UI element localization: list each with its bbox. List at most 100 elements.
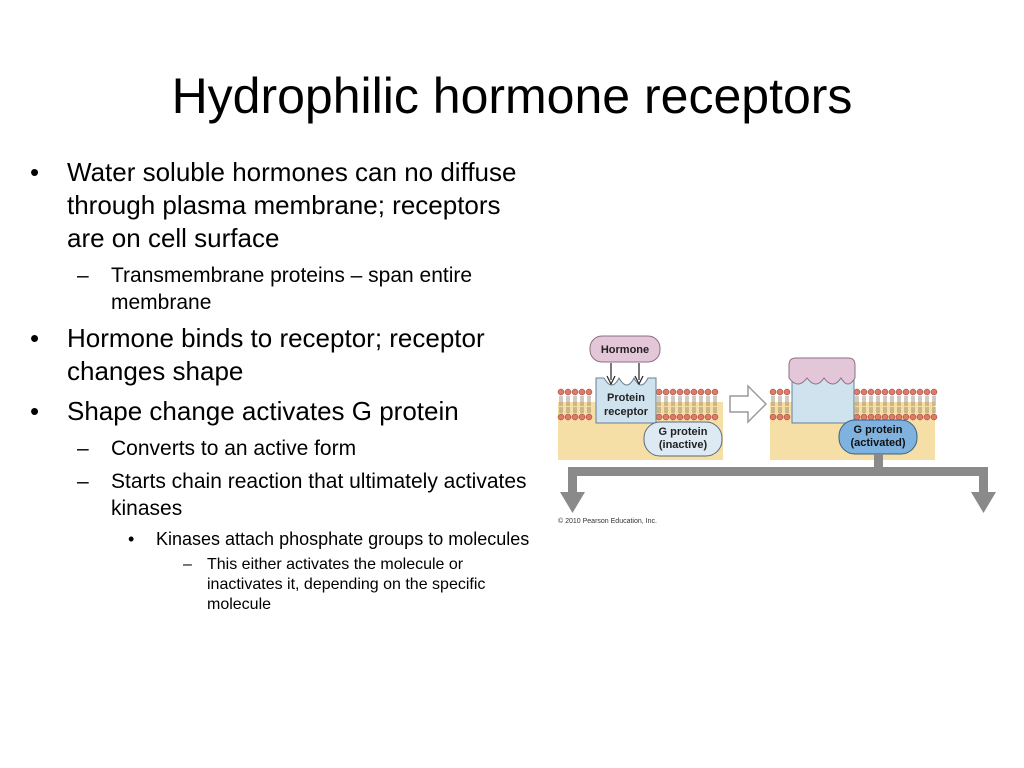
bullet-text: Hormone binds to receptor; receptor chan… (67, 323, 485, 386)
g-protein-inactive-shape (643, 421, 723, 457)
lipid-head (783, 413, 791, 421)
bullet-3: • Shape change activates G protein (22, 395, 532, 428)
g-protein-inactive-line-2: (inactive) (659, 439, 708, 451)
lipid-head (585, 413, 593, 421)
cascade-arrow-stem (874, 454, 883, 469)
g-protein-inactive-line-1: G protein (659, 426, 708, 438)
cascade-arrow-right-stem (979, 467, 988, 493)
lipid-head (697, 388, 705, 396)
lipid-head (853, 388, 861, 396)
lipid-head (895, 388, 903, 396)
lipid-head (578, 413, 586, 421)
bullet-3-sub-2-sub-1-sub-1: – This either activates the molecule or … (22, 555, 532, 615)
lipid-head (895, 413, 903, 421)
protein-receptor-bound-shape (791, 377, 855, 424)
lipid-head (711, 388, 719, 396)
lipid-head (902, 413, 910, 421)
lipid-head (902, 388, 910, 396)
lipid-head (888, 388, 896, 396)
lipid-head (783, 388, 791, 396)
lipid-head (923, 388, 931, 396)
bullet-text: Transmembrane proteins – span entire mem… (111, 264, 473, 314)
receptor-diagram: Hormone Protein receptor G protein (inac… (556, 330, 1006, 530)
bullet-1: • Water soluble hormones can no diffuse … (22, 156, 532, 255)
lipid-head (571, 388, 579, 396)
cascade-arrow-bar (568, 467, 988, 476)
hormone-shape (589, 335, 661, 363)
lipid-head (776, 388, 784, 396)
lipid-head (683, 413, 691, 421)
lipid-head (669, 413, 677, 421)
bullet-mark: – (77, 470, 89, 493)
lipid-head (860, 388, 868, 396)
lipid-head (704, 388, 712, 396)
lipid-head (690, 413, 698, 421)
binding-arrow-2-head (634, 375, 644, 386)
hormone-label: Hormone (601, 344, 649, 356)
lipid-head (564, 388, 572, 396)
bullet-mark: • (30, 157, 40, 187)
g-protein-activated-line-1: G protein (854, 424, 903, 436)
receptor-label-line-1: Protein (607, 392, 645, 404)
transition-arrow-icon (729, 384, 768, 424)
lipid-head (676, 388, 684, 396)
cascade-arrow-left-head (560, 492, 585, 513)
lipid-head (697, 413, 705, 421)
receptor-diagram-svg: Hormone Protein receptor G protein (inac… (557, 335, 996, 513)
membrane-right (769, 388, 938, 421)
bullet-list: • Water soluble hormones can no diffuse … (22, 156, 532, 619)
bullet-mark: • (30, 323, 40, 353)
bullet-text: Water soluble hormones can no diffuse th… (67, 157, 517, 253)
lipid-head (916, 413, 924, 421)
cascade-arrow-right-head (971, 492, 996, 513)
binding-arrow-1-head (606, 375, 616, 386)
bullet-2: • Hormone binds to receptor; receptor ch… (22, 322, 532, 388)
bullet-1-sub-1: – Transmembrane proteins – span entire m… (22, 262, 532, 316)
lipid-head (867, 413, 875, 421)
lipid-head (564, 413, 572, 421)
lipid-head (655, 388, 663, 396)
cascade-arrow-left-stem (568, 467, 577, 493)
g-protein-activated-line-2: (activated) (850, 437, 905, 449)
receptor-label-line-2: receptor (604, 406, 649, 418)
bullet-3-sub-2-sub-1: • Kinases attach phosphate groups to mol… (22, 528, 532, 551)
lipid-head (769, 413, 777, 421)
lipid-head (916, 388, 924, 396)
bullet-text: Kinases attach phosphate groups to molec… (156, 529, 530, 549)
lipid-head (557, 413, 565, 421)
lipid-head (860, 413, 868, 421)
lipid-head (557, 388, 565, 396)
bullet-mark: • (30, 396, 40, 426)
lipid-head (930, 388, 938, 396)
lipid-head (769, 388, 777, 396)
lipid-head (909, 388, 917, 396)
protein-receptor-shape (595, 376, 657, 424)
lipid-head (909, 413, 917, 421)
lipid-head (585, 388, 593, 396)
lipid-head (662, 388, 670, 396)
bullet-3-sub-1: – Converts to an active form (22, 435, 532, 462)
copyright-text: © 2010 Pearson Education, Inc. (558, 518, 657, 525)
lipid-head (578, 388, 586, 396)
lipid-head (571, 413, 579, 421)
lipid-head (676, 413, 684, 421)
bullet-mark: – (183, 556, 192, 573)
lipid-head (923, 413, 931, 421)
lipid-head (853, 413, 861, 421)
lipid-head (874, 413, 882, 421)
hormone-bound-shape (788, 357, 856, 385)
bullet-text: This either activates the molecule or in… (207, 556, 486, 613)
lipid-head (881, 388, 889, 396)
lipid-head (662, 413, 670, 421)
membrane-left (557, 388, 719, 421)
lipid-head (655, 413, 663, 421)
lipid-head (874, 388, 882, 396)
lipid-head (711, 413, 719, 421)
slide-title: Hydrophilic hormone receptors (171, 68, 853, 124)
bullet-mark: – (77, 264, 89, 287)
lipid-head (881, 413, 889, 421)
bullet-text: Shape change activates G protein (67, 396, 459, 426)
lipid-head (683, 388, 691, 396)
bullet-mark: • (128, 529, 135, 549)
